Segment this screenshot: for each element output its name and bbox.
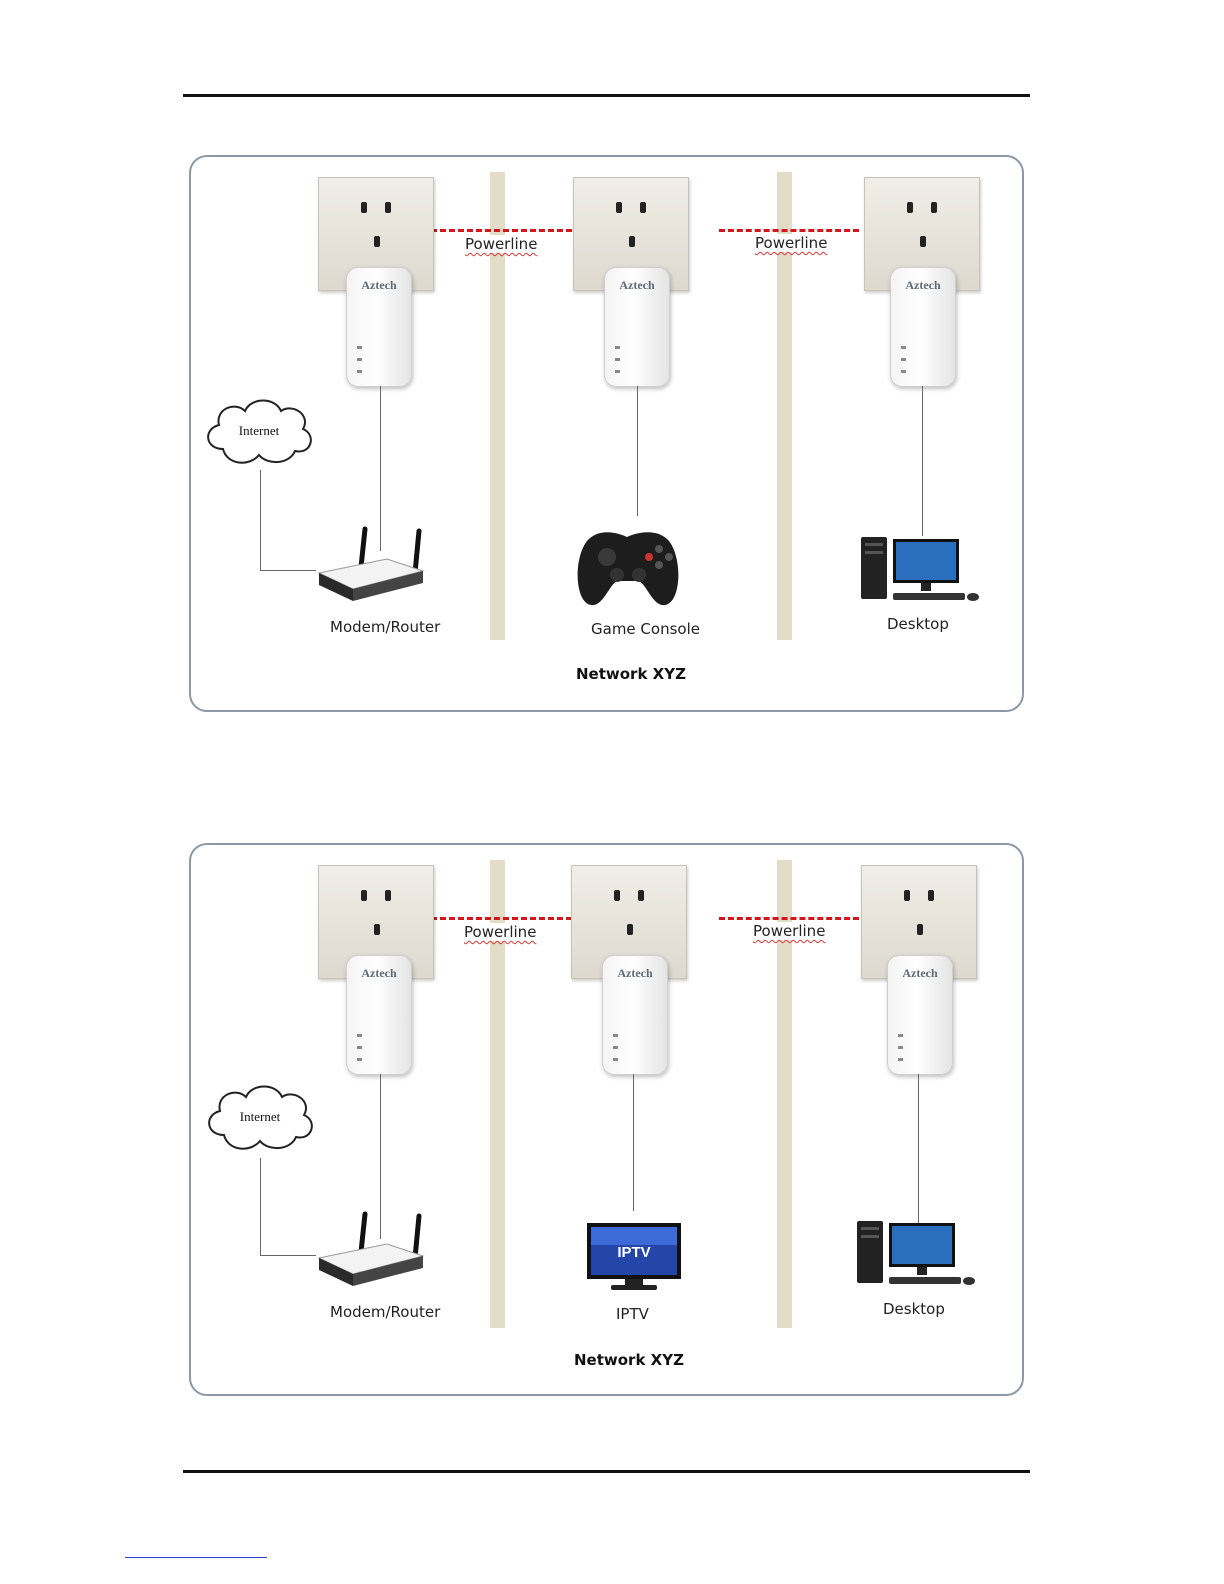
device-label-iptv: IPTV — [616, 1305, 649, 1323]
powerline-link — [431, 917, 581, 920]
tv-icon: IPTV — [585, 1221, 683, 1293]
powerline-label: Powerline — [462, 923, 538, 941]
device-label-game-console: Game Console — [591, 620, 700, 638]
device-label-modem-router: Modem/Router — [330, 618, 440, 636]
adapter-brand: Aztech — [891, 278, 955, 293]
powerline-adapter: Aztech — [604, 267, 670, 387]
internet-cloud-icon: Internet — [201, 393, 317, 469]
device-label-modem-router: Modem/Router — [330, 1303, 440, 1321]
internet-cable — [260, 1255, 316, 1256]
ethernet-cable — [918, 1074, 919, 1224]
desktop-computer-icon — [859, 535, 983, 607]
network-title: Network XYZ — [574, 1351, 684, 1369]
ethernet-cable — [637, 386, 638, 516]
powerline-adapter: Aztech — [346, 955, 412, 1075]
powerline-adapter: Aztech — [887, 955, 953, 1075]
tv-screen-text: IPTV — [617, 1244, 650, 1261]
powerline-link — [431, 229, 581, 232]
internet-cable — [260, 1158, 261, 1255]
desktop-computer-icon — [855, 1219, 979, 1291]
powerline-adapter: Aztech — [346, 267, 412, 387]
network-diagram-iptv: Powerline Powerline Aztech Aztech Aztech… — [189, 843, 1024, 1396]
internet-cloud-icon: Internet — [202, 1079, 318, 1155]
adapter-brand: Aztech — [603, 966, 667, 981]
powerline-label: Powerline — [753, 234, 829, 252]
adapter-brand: Aztech — [888, 966, 952, 981]
internet-cable — [260, 470, 261, 570]
router-icon — [315, 525, 425, 609]
powerline-link — [719, 229, 859, 232]
powerline-label: Powerline — [463, 235, 539, 253]
powerline-link — [719, 917, 859, 920]
footer-rule — [183, 1470, 1030, 1473]
footnote-separator — [125, 1557, 267, 1558]
powerline-adapter: Aztech — [602, 955, 668, 1075]
network-title: Network XYZ — [576, 665, 686, 683]
device-label-desktop: Desktop — [887, 615, 949, 633]
header-rule — [183, 94, 1030, 97]
network-diagram-game-console: Powerline Powerline Aztech Aztech Aztech… — [189, 155, 1024, 712]
adapter-brand: Aztech — [347, 278, 411, 293]
adapter-brand: Aztech — [347, 966, 411, 981]
powerline-adapter: Aztech — [890, 267, 956, 387]
cloud-label: Internet — [240, 1109, 281, 1124]
router-icon — [315, 1210, 425, 1294]
device-label-desktop: Desktop — [883, 1300, 945, 1318]
adapter-brand: Aztech — [605, 278, 669, 293]
internet-cable — [260, 570, 316, 571]
powerline-label: Powerline — [751, 922, 827, 940]
ethernet-cable — [633, 1074, 634, 1211]
gamepad-icon — [573, 519, 683, 611]
ethernet-cable — [922, 386, 923, 536]
cloud-label: Internet — [239, 423, 280, 438]
